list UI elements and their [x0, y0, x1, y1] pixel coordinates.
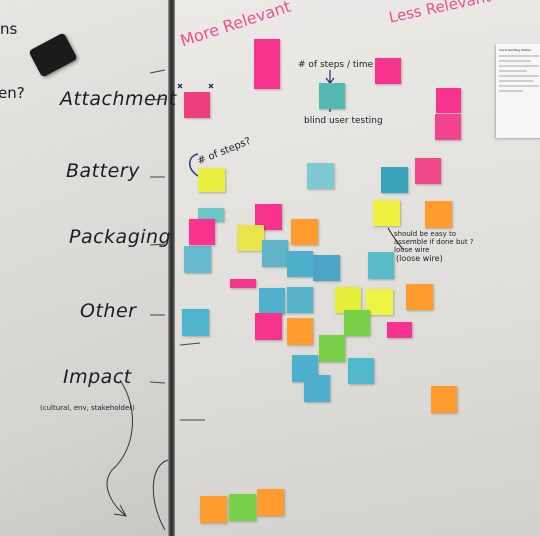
paper-text-line: [499, 55, 539, 57]
row-label-other: Other: [80, 300, 137, 322]
sticky-note: [287, 318, 313, 345]
row-label-packaging: Packaging: [69, 226, 172, 248]
annotation-blind-testing: blind user testing: [304, 116, 383, 126]
sticky-note: [313, 255, 340, 281]
sticky-note: [366, 289, 393, 315]
paper-text-line: [499, 70, 527, 72]
sticky-note: [375, 58, 401, 84]
sticky-note: [319, 83, 345, 109]
left-edge-question: en?: [0, 84, 25, 102]
row-label-impact: Impact: [63, 366, 132, 388]
sticky-note: [435, 114, 461, 140]
paper-title: Card Sorting Notes: [499, 48, 532, 52]
sticky-note: [381, 167, 408, 193]
annotation-should-note: should be easy to assemble if done but ?…: [394, 230, 474, 254]
sticky-note: [237, 225, 264, 251]
sticky-note: [307, 163, 334, 189]
sticky-note: [182, 309, 209, 336]
sticky-note: [304, 375, 330, 402]
sticky-note: [200, 496, 227, 523]
sticky-note: [257, 489, 284, 516]
left-edge-fragment: ns: [0, 20, 18, 38]
board-divider-rail: [168, 0, 175, 536]
sticky-note: [319, 335, 345, 362]
row-label-battery: Battery: [66, 160, 140, 182]
sticky-note: [368, 252, 394, 279]
annotation-loose-wire: (loose wire): [396, 254, 443, 263]
sticky-note: [287, 287, 313, 313]
sticky-note: [287, 251, 313, 277]
sticky-note: [184, 92, 210, 118]
annotation-steps-time: # of steps / time: [298, 60, 374, 70]
sticky-note: [406, 284, 433, 310]
row-label-attachment: Attachment: [60, 88, 177, 110]
sticky-note: [415, 158, 441, 184]
paper-text-line: [499, 65, 539, 67]
sticky-note: [348, 358, 374, 384]
sticky-note: [259, 288, 285, 314]
sticky-note: [373, 200, 400, 226]
printed-paper-sheet: Card Sorting Notes: [496, 44, 540, 138]
sticky-note: [335, 287, 361, 313]
sticky-note: [262, 240, 288, 267]
sticky-note: [254, 39, 280, 89]
paper-text-line: [499, 80, 533, 82]
sticky-note: [229, 494, 256, 521]
sticky-note: [198, 208, 224, 222]
impact-sublabel: (cultural, env, stakeholder): [40, 404, 135, 412]
paper-text-line: [499, 85, 539, 87]
sticky-note: [436, 88, 461, 113]
sticky-note: [230, 279, 256, 288]
sticky-note: [387, 322, 412, 338]
sticky-note: [184, 246, 211, 273]
paper-text-line: [499, 90, 523, 92]
sticky-note: [344, 310, 370, 336]
paper-text-line: [499, 60, 531, 62]
sticky-note: [198, 168, 225, 192]
sticky-note: [431, 386, 457, 413]
right-whiteboard-panel: [175, 0, 540, 536]
sticky-note: [255, 313, 282, 340]
paper-text-line: [499, 75, 539, 77]
sticky-note: [425, 201, 452, 228]
left-whiteboard-panel: [0, 0, 170, 536]
sticky-note: [291, 219, 318, 245]
sticky-note: [189, 219, 215, 245]
